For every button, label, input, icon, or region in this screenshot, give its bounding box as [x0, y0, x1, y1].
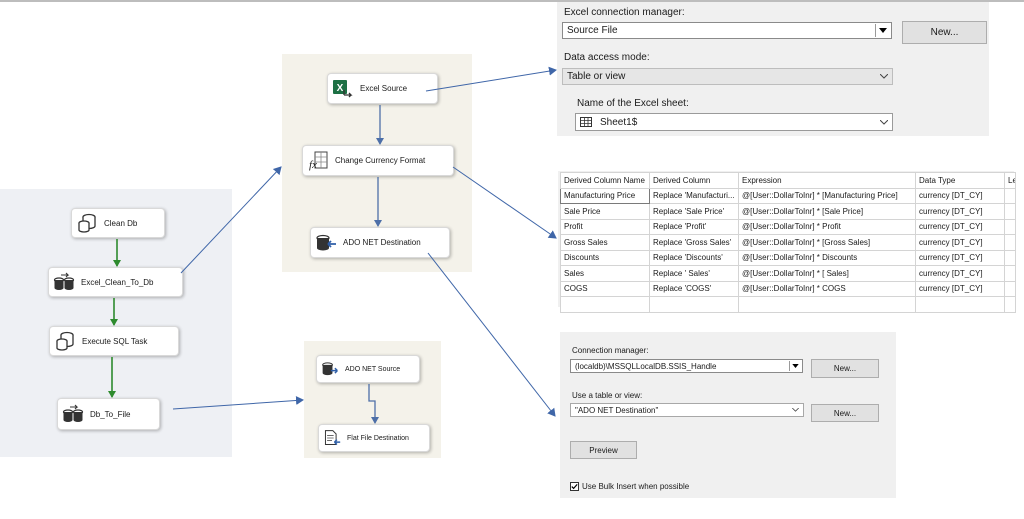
- select-value: Sheet1$: [600, 116, 638, 128]
- data-paths: [368, 105, 384, 424]
- task-label: Db_To_File: [90, 409, 131, 419]
- callout-lines: [172, 66, 557, 417]
- component-ado-net-destination[interactable]: ADO NET Destination: [310, 227, 450, 258]
- component-label: Excel Source: [360, 84, 408, 93]
- precedence-constraints: [108, 239, 121, 398]
- select-value: "ADO NET Destination": [575, 405, 659, 415]
- data-flow-task-icon: [62, 403, 84, 425]
- ado-new-table-button[interactable]: New...: [811, 404, 879, 422]
- ado-connection-manager-label: Connection manager:: [572, 346, 649, 355]
- ado-table-select[interactable]: "ADO NET Destination": [570, 403, 804, 417]
- ado-destination-icon: [315, 232, 337, 254]
- dropdown-arrow-icon[interactable]: [875, 24, 890, 37]
- task-clean-db[interactable]: Clean Db: [71, 208, 165, 238]
- task-label: Clean Db: [104, 218, 138, 228]
- chevron-down-icon[interactable]: [877, 115, 891, 129]
- ado-source-icon: [321, 360, 339, 378]
- top-border: [0, 0, 1024, 2]
- table-row[interactable]: [560, 296, 1016, 313]
- ado-new-connection-button[interactable]: New...: [811, 359, 879, 378]
- component-change-currency-format[interactable]: fx Change Currency Format: [302, 145, 454, 176]
- select-value: Source File: [567, 25, 618, 36]
- column-header[interactable]: Derived Column Name: [560, 172, 650, 189]
- task-label: Execute SQL Task: [82, 336, 148, 346]
- task-execute-sql[interactable]: Execute SQL Task: [49, 326, 179, 356]
- data-path-arrow[interactable]: [368, 384, 379, 424]
- chevron-down-icon[interactable]: [788, 405, 802, 415]
- callout-arrow: [425, 66, 557, 92]
- checkmark-icon: [571, 483, 578, 490]
- bulk-insert-label: Use Bulk Insert when possible: [582, 482, 690, 491]
- callout-arrow: [452, 166, 557, 239]
- derived-column-grid: Derived Column Name Derived Column Expre…: [560, 172, 1016, 313]
- component-label: Flat File Destination: [347, 434, 409, 442]
- preview-button[interactable]: Preview: [570, 441, 637, 459]
- excel-connection-manager-select[interactable]: Source File: [562, 22, 892, 39]
- callout-arrow: [427, 252, 556, 417]
- callout-arrow: [172, 395, 304, 410]
- component-ado-net-source[interactable]: ADO NET Source: [316, 355, 420, 383]
- ado-connection-manager-select[interactable]: (localdb)\MSSQLLocalDB.SSIS_Handle: [570, 359, 803, 373]
- svg-text:fx: fx: [309, 159, 317, 171]
- component-label: ADO NET Destination: [343, 238, 421, 247]
- column-header[interactable]: Data Type: [915, 172, 1005, 189]
- use-table-label: Use a table or view:: [572, 391, 643, 400]
- table-cell[interactable]: [1004, 296, 1016, 313]
- excel-sheet-select[interactable]: Sheet1$: [575, 113, 893, 131]
- column-header[interactable]: Expression: [738, 172, 916, 189]
- component-label: ADO NET Source: [345, 365, 401, 373]
- excel-connection-manager-label: Excel connection manager:: [564, 7, 685, 18]
- task-excel-clean-to-db[interactable]: Excel_Clean_To_Db: [48, 267, 183, 297]
- dropdown-arrow-icon[interactable]: [789, 361, 801, 371]
- flat-file-icon: [323, 429, 341, 447]
- select-value: Table or view: [567, 71, 626, 82]
- data-flow-task-icon: [53, 271, 75, 293]
- derived-column-icon: fx: [307, 150, 329, 172]
- task-db-to-file[interactable]: Db_To_File: [57, 398, 160, 430]
- component-label: Change Currency Format: [335, 156, 426, 165]
- chevron-down-icon[interactable]: [877, 70, 891, 83]
- component-excel-source[interactable]: X Excel Source: [327, 73, 438, 104]
- excel-sheet-label: Name of the Excel sheet:: [577, 98, 689, 109]
- data-access-mode-select[interactable]: Table or view: [562, 68, 893, 85]
- execute-sql-task-icon: [76, 212, 98, 234]
- excel-new-connection-button[interactable]: New...: [902, 21, 987, 44]
- data-access-mode-label: Data access mode:: [564, 52, 650, 63]
- table-grid-icon: [580, 117, 592, 127]
- task-label: Excel_Clean_To_Db: [81, 277, 154, 287]
- callout-arrow: [180, 166, 282, 274]
- select-value: (localdb)\MSSQLLocalDB.SSIS_Handle: [575, 361, 717, 371]
- execute-sql-task-icon: [54, 330, 76, 352]
- excel-icon: X: [332, 78, 354, 100]
- component-flat-file-destination[interactable]: Flat File Destination: [318, 424, 430, 452]
- bulk-insert-checkbox[interactable]: [570, 482, 579, 491]
- svg-text:X: X: [337, 83, 344, 94]
